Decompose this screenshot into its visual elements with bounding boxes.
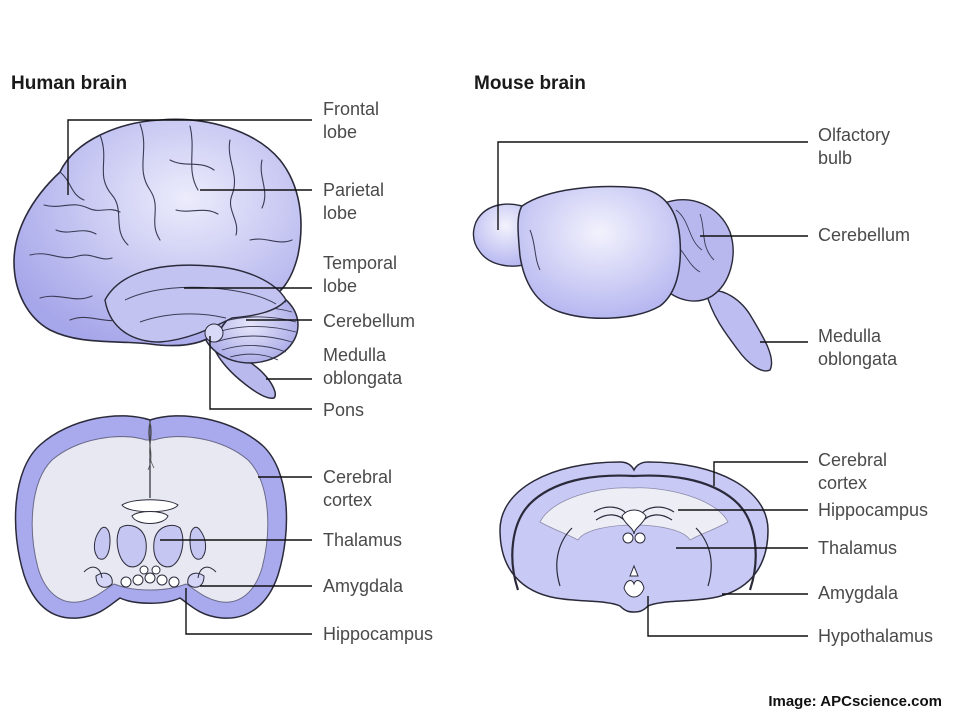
human-section-amygdala [95, 572, 205, 588]
label-hippocampus-mouse: Hippocampus [818, 500, 929, 520]
label-hippocampus-human: Hippocampus [323, 624, 434, 644]
label-amygdala-mouse: Amygdala [818, 583, 899, 603]
label-thalamus-human: Thalamus [323, 530, 403, 550]
mouse-brain-side-view [472, 185, 773, 372]
human-lateral-ventricles [121, 499, 179, 513]
leader-olfactory-bulb [497, 141, 808, 230]
label-thalamus-mouse: Thalamus [818, 538, 898, 558]
mouse-cerebrum [517, 185, 682, 319]
human-brain-title: Human brain [11, 73, 128, 94]
mouse-section-hippocampus [593, 506, 675, 523]
leader-hippocampus-human [185, 588, 312, 635]
image-credit: Image: APCscience.com [768, 693, 942, 710]
human-brain-side-view [13, 118, 302, 399]
mouse-medulla [705, 289, 773, 372]
mouse-cortex-inner-boundary [511, 474, 757, 591]
leader-lines [67, 119, 808, 637]
mouse-brain-coronal-section [499, 461, 769, 613]
leader-cerebral-cortex-mouse [713, 461, 808, 486]
mouse-brain-title: Mouse brain [474, 73, 586, 94]
leader-pons [209, 336, 312, 410]
label-cerebellum-mouse: Cerebellum [818, 225, 911, 245]
human-temporal-lobe-outline [104, 264, 287, 343]
leader-hypothalamus-mouse [647, 596, 808, 637]
human-section-thalamus [93, 524, 207, 568]
mouse-section-hypothalamus [623, 564, 645, 598]
human-brain-coronal-section [14, 415, 288, 619]
human-section-hippocampus [120, 565, 180, 588]
label-pons: Pons [323, 400, 365, 420]
leader-frontal-lobe [67, 119, 312, 195]
label-amygdala-human: Amygdala [323, 576, 404, 596]
human-gyri [29, 123, 293, 322]
label-hypothalamus-mouse: Hypothalamus [818, 626, 934, 646]
label-cerebellum-human: Cerebellum [323, 311, 416, 331]
human-pons [204, 323, 224, 343]
